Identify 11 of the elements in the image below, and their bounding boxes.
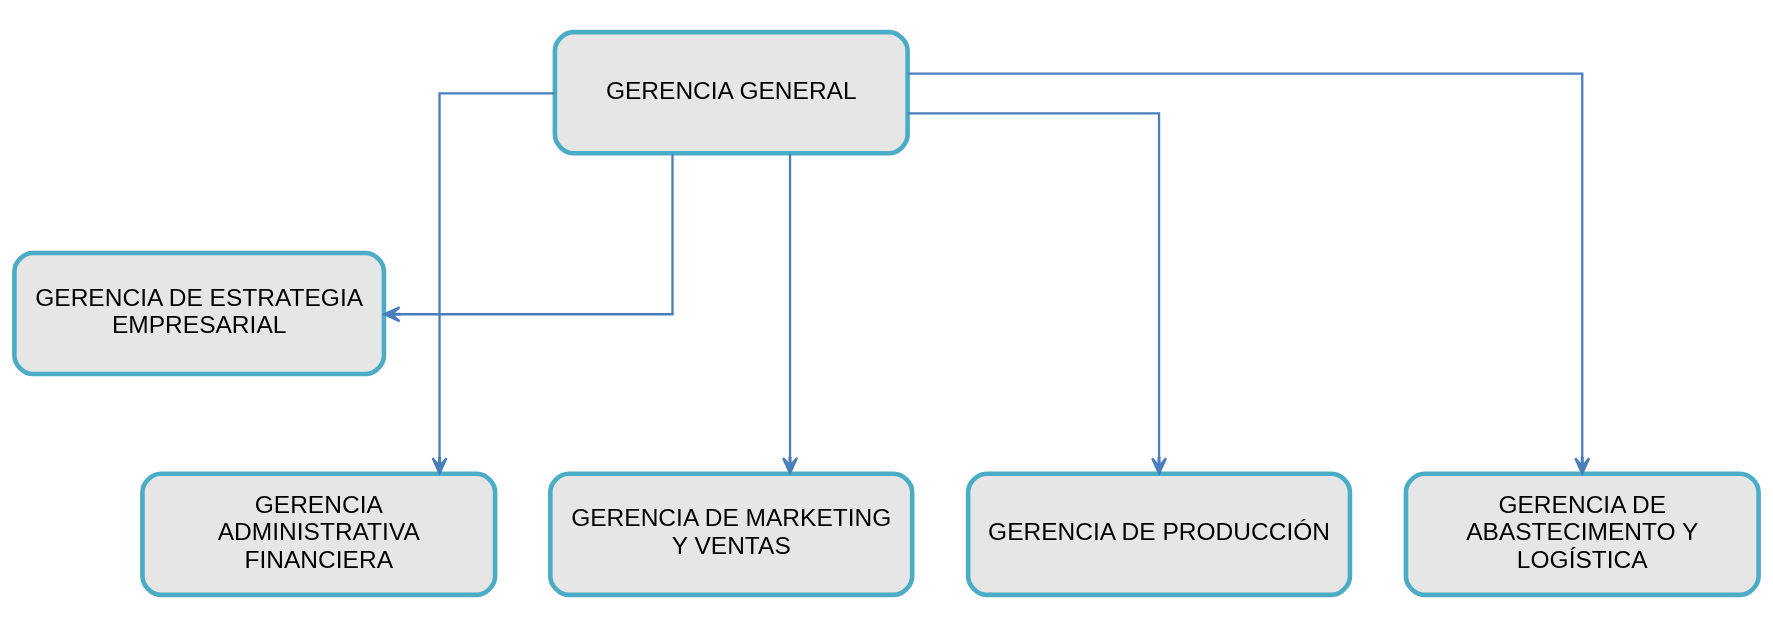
arrow <box>781 153 799 474</box>
arrow <box>908 71 1591 475</box>
arrow <box>907 111 1168 475</box>
node-box: GERENCIA GENERAL <box>552 29 910 156</box>
arrow <box>383 153 674 322</box>
arrow <box>431 91 555 475</box>
node-box: GERENCIA DE PRODUCCIÓN <box>965 470 1353 597</box>
node-box: GERENCIA DE MARKETING Y VENTAS <box>548 470 915 597</box>
node-box: GERENCIA ADMINISTRATIVA FINANCIERA <box>140 470 498 597</box>
node-box: GERENCIA DE ESTRATEGIA EMPRESARIAL <box>12 250 387 376</box>
node-box: GERENCIA DE ABASTECIMENTO Y LOGÍSTICA <box>1403 470 1761 597</box>
